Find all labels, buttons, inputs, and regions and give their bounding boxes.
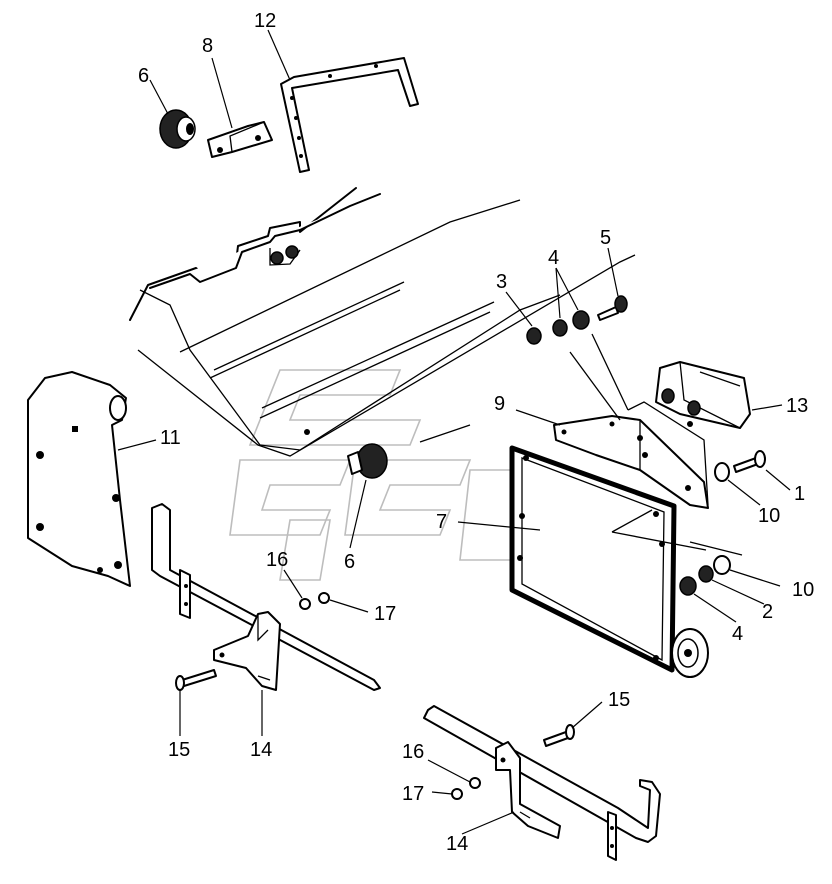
license-plate-part-7 <box>509 445 707 673</box>
washer-part-10-b <box>713 555 731 575</box>
reflector-disc <box>671 628 709 678</box>
plate-bracket-part-9 <box>553 333 709 509</box>
bolt-part-5 <box>597 295 628 321</box>
washer-part-2 <box>698 565 714 583</box>
callout-9: 9 <box>494 393 505 415</box>
frame-part-12 <box>280 57 419 173</box>
callout-3: 3 <box>496 271 507 293</box>
callout-14-left: 14 <box>250 739 272 761</box>
callout-8: 8 <box>202 35 213 57</box>
leader-lines <box>117 29 791 835</box>
washer-part-10-a <box>714 462 730 482</box>
fender-housing <box>129 187 636 457</box>
bracket-part-14-right <box>495 741 561 839</box>
callout-5: 5 <box>600 227 611 249</box>
callout-16-left: 16 <box>266 549 288 571</box>
callout-10-bottom: 10 <box>792 579 814 601</box>
callout-15-left: 15 <box>168 739 190 761</box>
callout-2: 2 <box>762 601 773 623</box>
callout-7: 7 <box>436 511 447 533</box>
callout-6-top: 6 <box>138 65 149 87</box>
nut-part-17-right <box>451 788 463 800</box>
bracket-part-8 <box>207 121 273 158</box>
nut-part-17-left <box>318 592 330 604</box>
knob-part-6-top <box>159 109 196 149</box>
support-bar-left <box>151 503 381 691</box>
callout-1: 1 <box>794 483 805 505</box>
callout-17-right: 17 <box>402 783 424 805</box>
knob-part-6-center <box>347 443 388 479</box>
callout-13: 13 <box>786 395 808 417</box>
axis-line <box>689 541 743 556</box>
nut-part-4-a <box>552 310 590 337</box>
bolt-part-15-left <box>175 669 217 691</box>
nut-part-4-b <box>679 576 697 596</box>
callout-12: 12 <box>254 10 276 32</box>
callout-4-top: 4 <box>548 247 559 269</box>
callout-6-center: 6 <box>344 551 355 573</box>
washer-part-16-right <box>469 777 481 789</box>
screw-part-1 <box>733 450 766 473</box>
callout-labels: 6 8 12 3 4 5 9 13 1 10 11 7 6 10 2 4 16 … <box>138 10 814 855</box>
washer-part-16-left <box>299 598 311 610</box>
mudflap-part-11 <box>27 371 131 587</box>
support-bar-right <box>423 705 661 861</box>
bracket-part-14-left <box>213 611 281 691</box>
callout-15-right: 15 <box>608 689 630 711</box>
callout-16-right: 16 <box>402 741 424 763</box>
callout-17-left: 17 <box>374 603 396 625</box>
bolt-part-15-right <box>543 724 575 747</box>
callout-14-right: 14 <box>446 833 468 855</box>
callout-4-bottom: 4 <box>732 623 743 645</box>
lamp-part-13 <box>655 361 751 429</box>
callout-11: 11 <box>160 427 181 449</box>
nut-part-3 <box>526 327 542 345</box>
callout-10-top: 10 <box>758 505 780 527</box>
